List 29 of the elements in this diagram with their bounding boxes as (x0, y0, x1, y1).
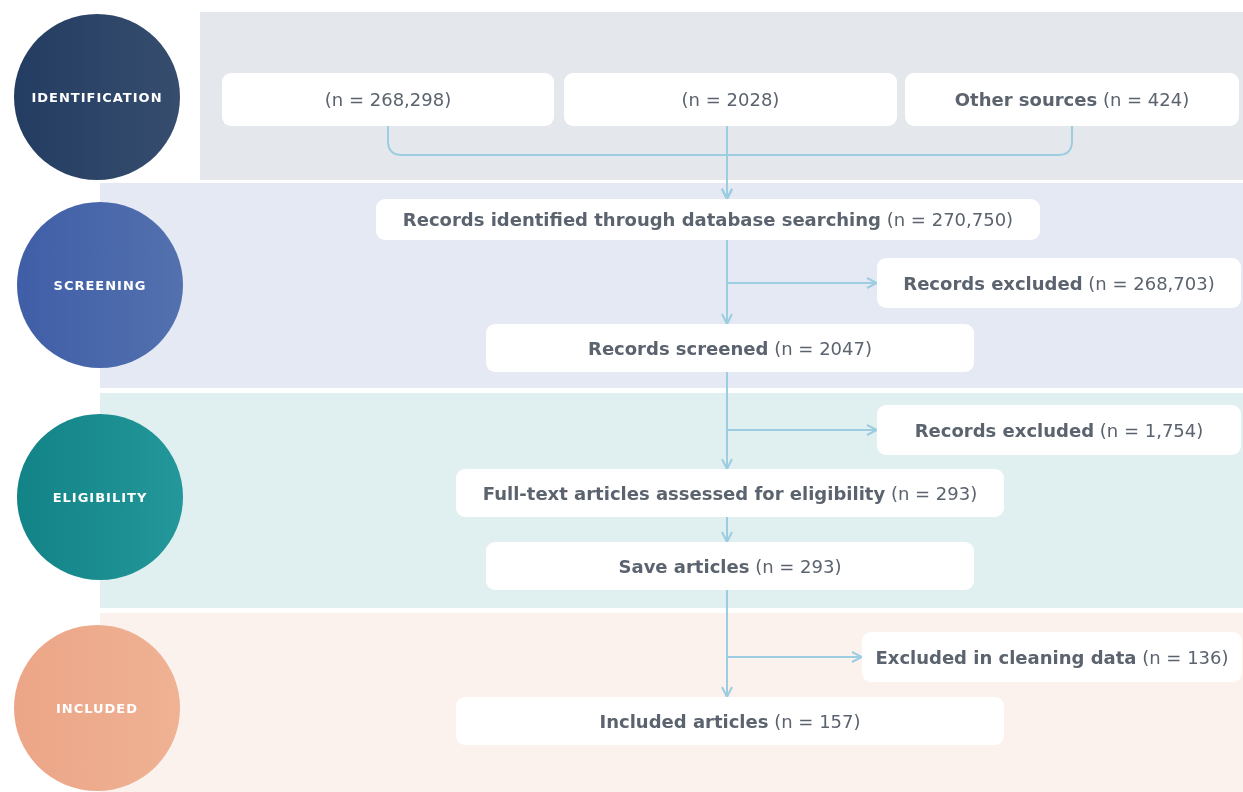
box-text: (n = 268,298) (324, 89, 452, 110)
box-text: Records screened (n = 2047) (588, 337, 872, 359)
process-box (456, 469, 1004, 517)
process-box (456, 697, 1004, 745)
process-box (564, 73, 897, 126)
phase-label: IDENTIFICATION (31, 89, 163, 105)
arrow (721, 516, 733, 543)
box-text: Records excluded (n = 268,703) (903, 272, 1215, 294)
box-text: (n = 2028) (681, 89, 780, 110)
arrow (721, 125, 1073, 200)
box-text: Excluded in cleaning data (n = 136) (875, 646, 1229, 668)
process-box (862, 632, 1242, 682)
box-text: Included articles (n = 157) (599, 710, 861, 732)
process-box (486, 324, 974, 372)
box-text: Other sources (n = 424) (954, 89, 1190, 110)
process-box (877, 258, 1241, 308)
phase-label: INCLUDED (55, 700, 139, 716)
process-box (905, 73, 1239, 126)
process-box (222, 73, 554, 126)
box-text: Save articles (n = 293) (618, 555, 842, 577)
process-box (877, 405, 1241, 455)
box-text: Records identified through database searching (n = 270,750) (402, 209, 1014, 230)
phase-label: ELIGIBILITY (52, 489, 148, 505)
box-text: Records excluded (n = 1,754) (914, 419, 1204, 441)
phase-label: SCREENING (53, 277, 147, 293)
process-box (376, 199, 1040, 240)
process-box (486, 542, 974, 590)
box-text: Full-text articles assessed for eligibility (n = 293) (482, 482, 978, 504)
arrow (721, 239, 733, 325)
